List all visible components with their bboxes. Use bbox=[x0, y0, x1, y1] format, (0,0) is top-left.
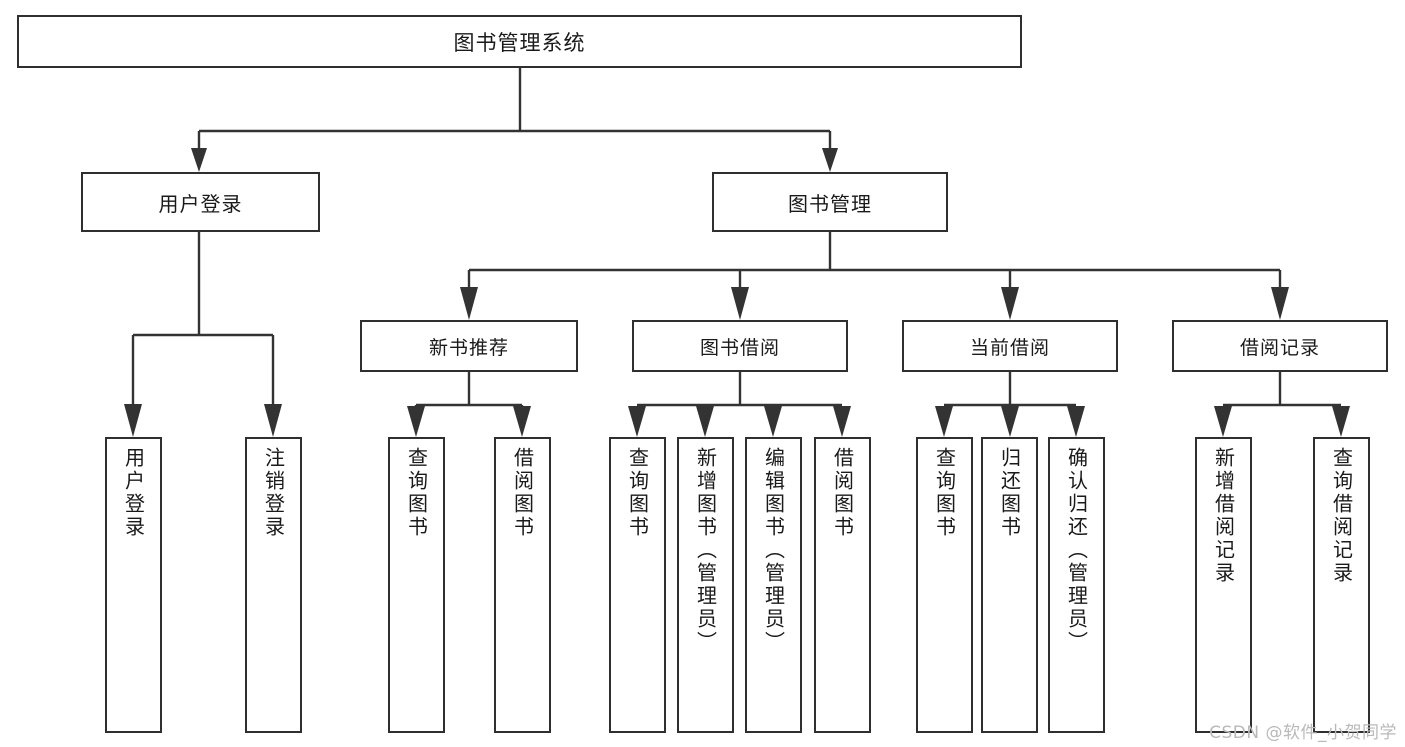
node-leaf-return-book[interactable]: 归还图书 bbox=[981, 437, 1038, 733]
node-leaf-add-record[interactable]: 新增借阅记录 bbox=[1195, 437, 1252, 733]
node-leaf-user-login-label: 用户登录 bbox=[121, 447, 146, 539]
node-leaf-user-logout[interactable]: 注销登录 bbox=[245, 437, 302, 733]
node-root[interactable]: 图书管理系统 bbox=[17, 15, 1022, 68]
node-leaf-query-book-2-label: 查询图书 bbox=[625, 447, 650, 539]
node-leaf-query-book-3[interactable]: 查询图书 bbox=[916, 437, 973, 733]
node-user-login[interactable]: 用户登录 bbox=[81, 172, 320, 232]
arrowhead-leaf-return-book bbox=[1001, 406, 1019, 437]
arrowhead-leaf-query-book-3 bbox=[935, 406, 953, 437]
node-current-borrow-label: 当前借阅 bbox=[969, 336, 1050, 359]
node-book-management-label: 图书管理 bbox=[788, 191, 872, 216]
node-book-borrow[interactable]: 图书借阅 bbox=[632, 320, 848, 372]
node-new-book-recommend[interactable]: 新书推荐 bbox=[360, 320, 578, 372]
node-book-management[interactable]: 图书管理 bbox=[712, 172, 948, 232]
arrowhead-user-login bbox=[191, 148, 207, 172]
node-leaf-return-book-label: 归还图书 bbox=[997, 447, 1022, 539]
node-leaf-query-book-1[interactable]: 查询图书 bbox=[388, 437, 445, 733]
node-leaf-add-book[interactable]: 新增图书（管理员） bbox=[677, 437, 734, 733]
arrowhead-leaf-query-book-2 bbox=[628, 406, 646, 437]
node-leaf-borrow-book-1[interactable]: 借阅图书 bbox=[494, 437, 551, 733]
node-leaf-confirm-return[interactable]: 确认归还（管理员） bbox=[1048, 437, 1105, 733]
node-user-login-label: 用户登录 bbox=[158, 191, 243, 216]
arrowhead-leaf-user-logout bbox=[264, 404, 282, 437]
arrowhead-leaf-query-book-1 bbox=[407, 406, 425, 437]
node-book-borrow-label: 图书借阅 bbox=[699, 336, 780, 359]
arrowhead-leaf-confirm-return bbox=[1067, 406, 1085, 437]
node-leaf-user-logout-label: 注销登录 bbox=[261, 447, 286, 539]
arrowhead-leaf-edit-book bbox=[764, 406, 782, 437]
node-leaf-query-record-label: 查询借阅记录 bbox=[1329, 447, 1354, 585]
node-leaf-user-login[interactable]: 用户登录 bbox=[105, 437, 162, 733]
node-leaf-borrow-book-1-label: 借阅图书 bbox=[510, 447, 535, 539]
arrowhead-book-management bbox=[822, 148, 838, 172]
node-leaf-add-book-label: 新增图书（管理员） bbox=[693, 447, 718, 654]
arrowhead-leaf-user-login bbox=[124, 404, 142, 437]
arrowhead-new-book-recommend bbox=[460, 287, 478, 320]
arrowhead-borrow-record bbox=[1271, 287, 1289, 320]
node-root-label: 图书管理系统 bbox=[453, 30, 586, 55]
node-leaf-query-record[interactable]: 查询借阅记录 bbox=[1313, 437, 1370, 733]
arrowhead-leaf-borrow-book-1 bbox=[513, 406, 531, 437]
arrowhead-leaf-borrow-book-2 bbox=[833, 406, 851, 437]
arrowhead-book-borrow bbox=[731, 287, 749, 320]
node-current-borrow[interactable]: 当前借阅 bbox=[902, 320, 1118, 372]
node-leaf-add-record-label: 新增借阅记录 bbox=[1211, 447, 1236, 585]
arrowhead-current-borrow bbox=[1001, 287, 1019, 320]
node-leaf-confirm-return-label: 确认归还（管理员） bbox=[1064, 447, 1089, 654]
node-borrow-record[interactable]: 借阅记录 bbox=[1172, 320, 1388, 372]
node-leaf-edit-book-label: 编辑图书（管理员） bbox=[761, 447, 786, 654]
node-new-book-recommend-label: 新书推荐 bbox=[428, 336, 509, 359]
node-leaf-edit-book[interactable]: 编辑图书（管理员） bbox=[745, 437, 802, 733]
node-borrow-record-label: 借阅记录 bbox=[1239, 336, 1320, 359]
node-leaf-borrow-book-2-label: 借阅图书 bbox=[830, 447, 855, 539]
node-leaf-query-book-2[interactable]: 查询图书 bbox=[609, 437, 666, 733]
arrowhead-leaf-query-record bbox=[1332, 406, 1350, 437]
node-leaf-query-book-3-label: 查询图书 bbox=[932, 447, 957, 539]
arrowhead-leaf-add-record bbox=[1214, 406, 1232, 437]
node-leaf-borrow-book-2[interactable]: 借阅图书 bbox=[814, 437, 871, 733]
arrowhead-leaf-add-book bbox=[696, 406, 714, 437]
node-leaf-query-book-1-label: 查询图书 bbox=[404, 447, 429, 539]
